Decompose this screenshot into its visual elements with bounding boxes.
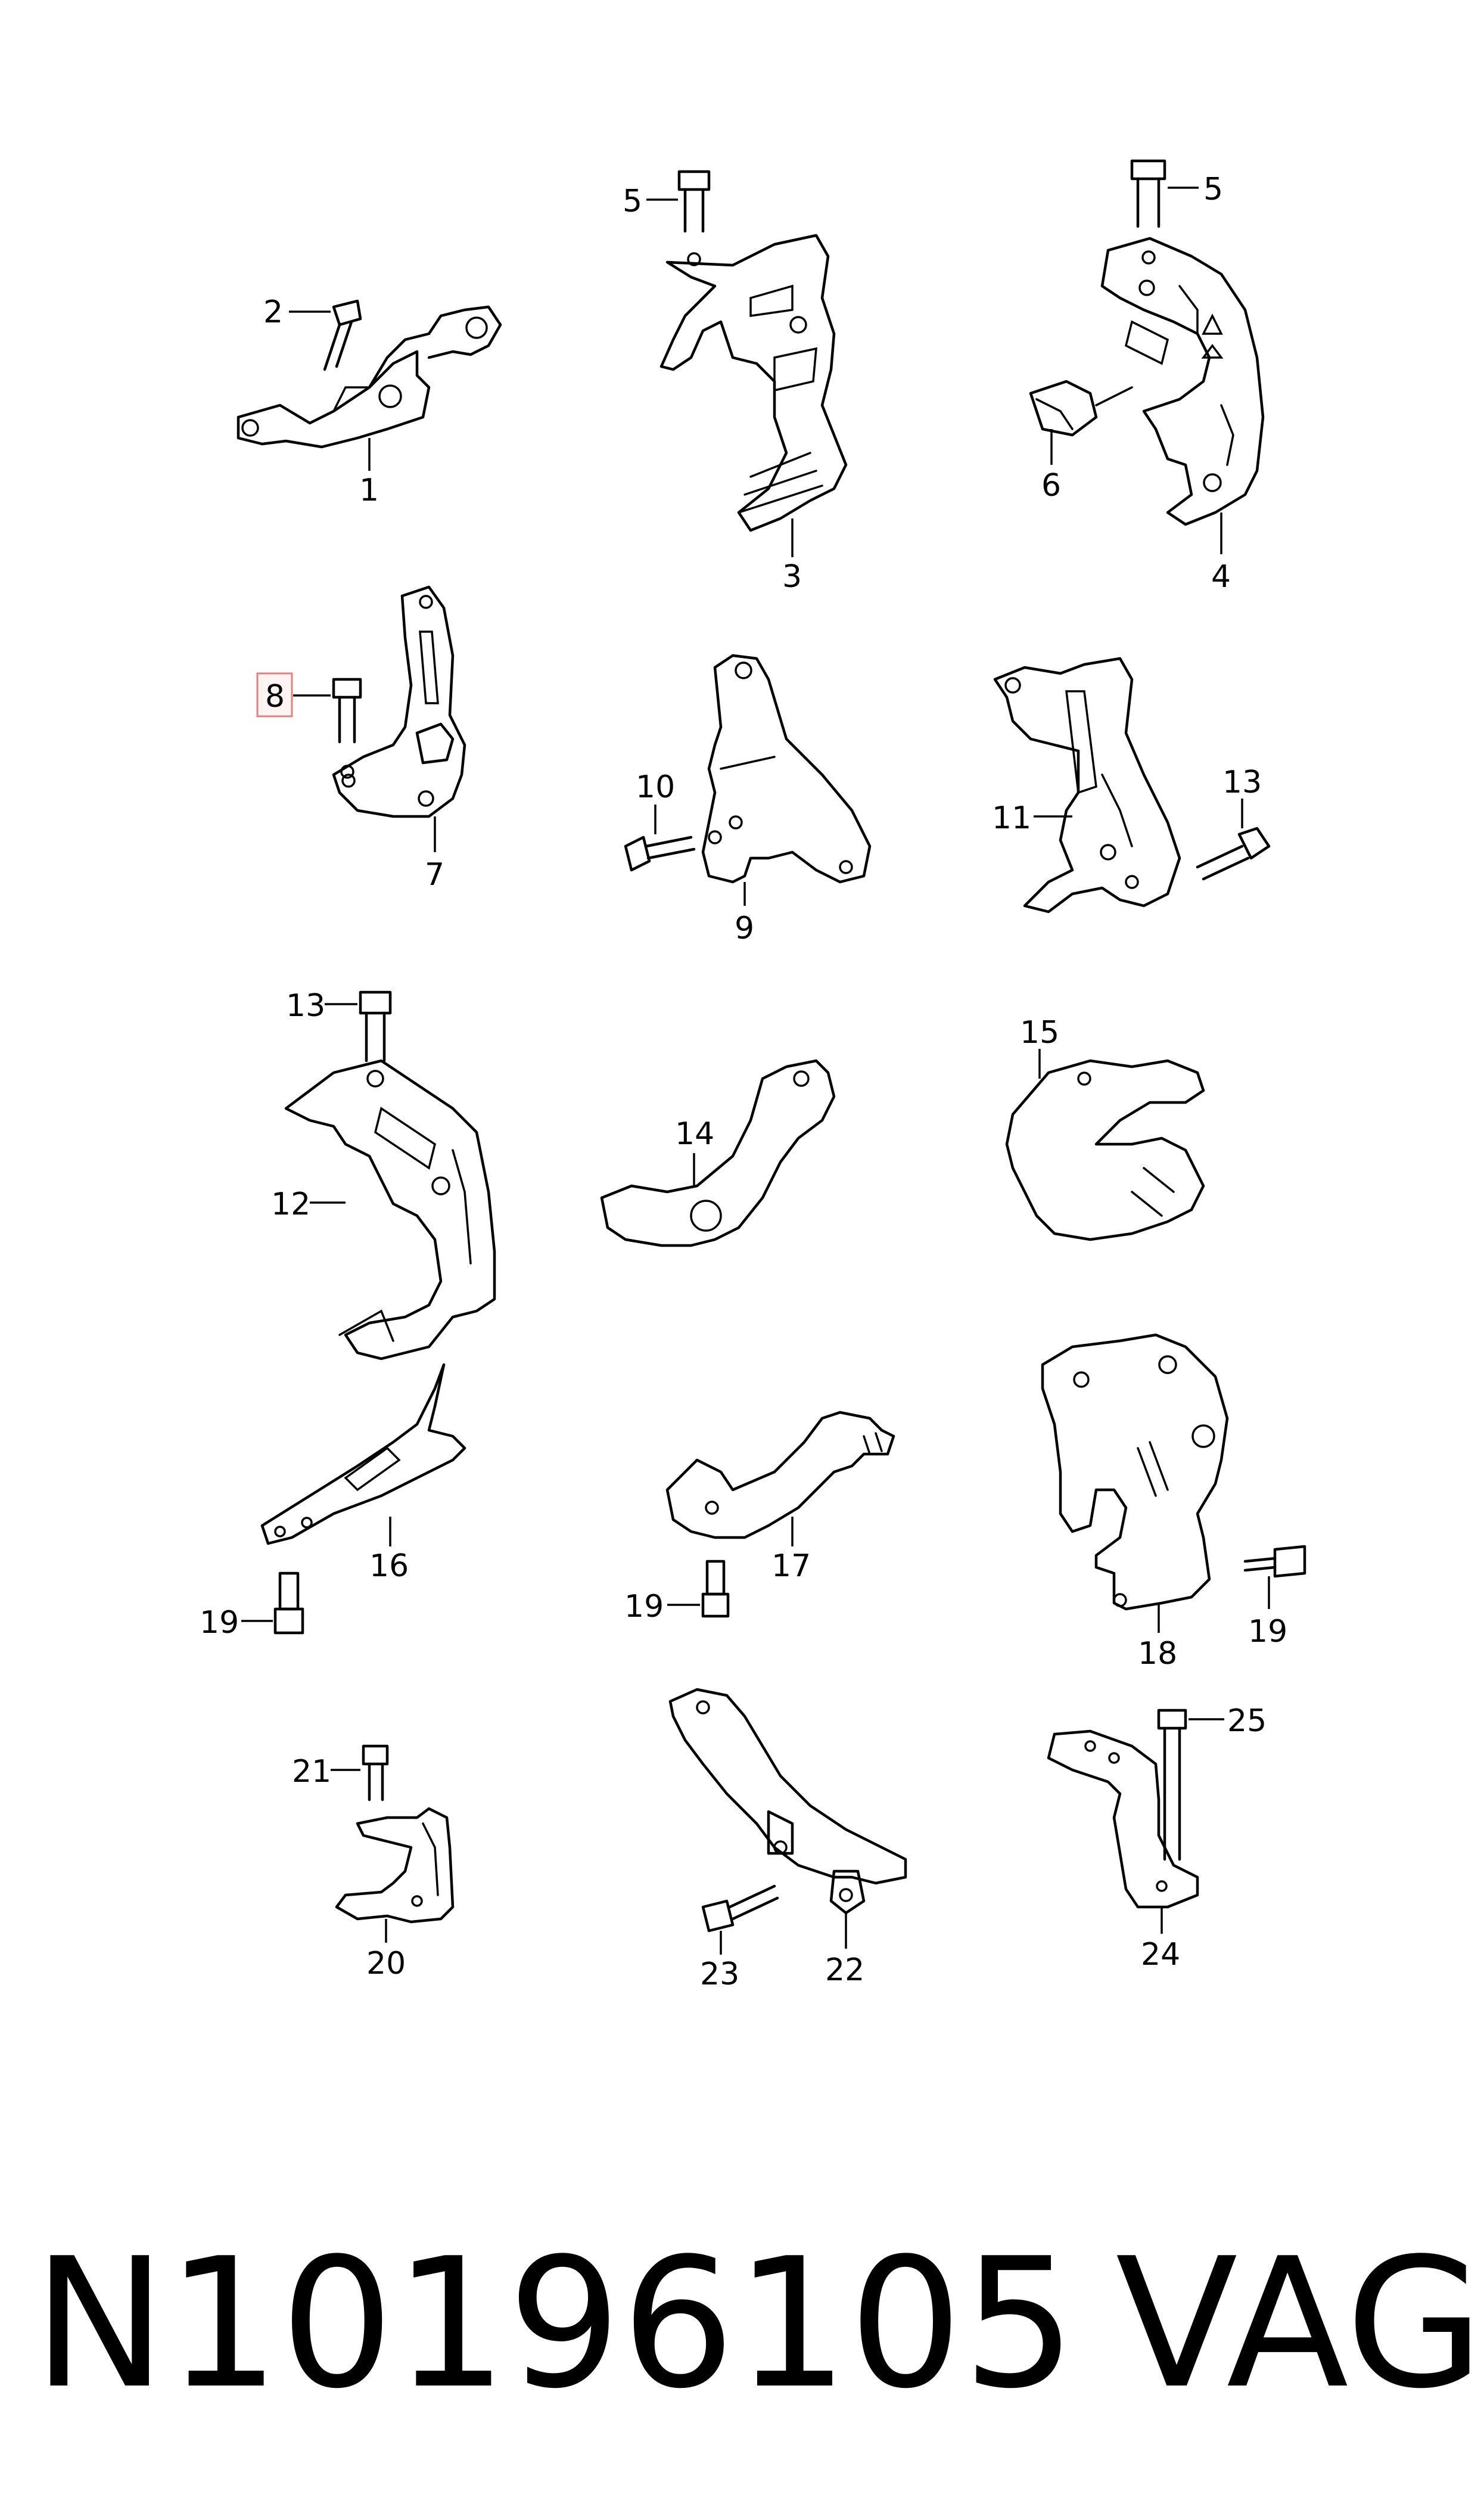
bolt-part-13-left: [359, 990, 392, 1063]
callout-13-right: 13: [1222, 765, 1262, 800]
callout-22: 22: [825, 1952, 864, 1988]
callout-11: 11: [992, 800, 1031, 836]
bolt-part-19-left: [273, 1571, 304, 1635]
callout-8-highlight: [256, 672, 293, 718]
bracket-part-24: [1047, 1729, 1199, 1909]
part-number: N10196105: [33, 2220, 1077, 2428]
bolt-part-23: [701, 1884, 779, 1933]
bracket-part-22: [668, 1688, 907, 1915]
callout-16: 16: [369, 1548, 409, 1584]
callout-21: 21: [292, 1754, 331, 1790]
bracket-part-9: [701, 654, 872, 884]
brand-name: VAG: [1115, 2220, 1484, 2428]
callout-8[interactable]: 8: [265, 679, 285, 715]
callout-20: 20: [366, 1946, 406, 1981]
callout-1: 1: [359, 473, 379, 508]
bracket-part-20: [335, 1807, 455, 1924]
callout-19-right: 19: [1248, 1614, 1287, 1650]
callout-14: 14: [675, 1116, 714, 1152]
callout-15: 15: [1020, 1015, 1059, 1051]
bracket-part-15: [1005, 1059, 1205, 1241]
bracket-part-14: [600, 1059, 836, 1247]
bracket-part-3: [659, 234, 848, 532]
callout-9: 9: [735, 911, 754, 946]
callout-18: 18: [1138, 1636, 1177, 1672]
callout-5-left: 5: [623, 184, 642, 219]
bolt-part-13-right: [1196, 827, 1271, 881]
callout-12: 12: [271, 1186, 310, 1222]
callout-10: 10: [636, 769, 675, 805]
bolt-part-8: [332, 678, 362, 779]
bolt-part-19-right: [1243, 1545, 1306, 1578]
bolt-part-5-top: [677, 170, 711, 266]
bolt-part-25: [1157, 1709, 1187, 1861]
callout-4: 4: [1211, 559, 1231, 595]
callout-7: 7: [425, 857, 444, 893]
callout-13-left: 13: [286, 988, 325, 1024]
bolt-part-2: [323, 299, 362, 371]
callout-17: 17: [771, 1548, 811, 1584]
bracket-part-11: [993, 657, 1181, 914]
callout-23: 23: [700, 1956, 739, 1992]
callout-24: 24: [1141, 1937, 1180, 1973]
callout-19-left: 19: [200, 1605, 239, 1641]
bracket-part-1: [237, 305, 502, 449]
callout-25: 25: [1227, 1703, 1267, 1739]
bracket-part-16: [260, 1363, 466, 1545]
bracket-part-17: [665, 1411, 895, 1539]
callout-2: 2: [263, 294, 283, 330]
bolt-part-10: [624, 830, 722, 872]
callout-3: 3: [782, 559, 802, 595]
bracket-part-18: [1041, 1333, 1229, 1611]
bolt-part-5-right: [1130, 159, 1166, 265]
bracket-part-12: [284, 1059, 496, 1361]
bracket-part-4: [1100, 237, 1265, 526]
bracket-part-7: [332, 585, 466, 818]
clip-part-6: [1029, 380, 1133, 437]
bolt-part-21: [362, 1744, 389, 1801]
bolt-part-19-mid: [701, 1560, 730, 1618]
callout-19-mid: 19: [624, 1589, 664, 1625]
callout-6: 6: [1041, 468, 1061, 504]
callout-5-right: 5: [1203, 172, 1223, 207]
